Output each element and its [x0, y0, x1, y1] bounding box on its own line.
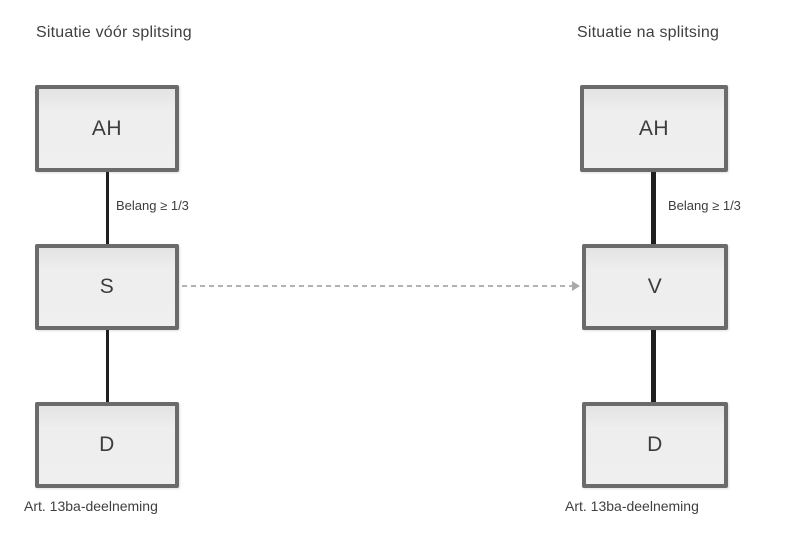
footer-label-before: Art. 13ba-deelneming — [24, 498, 158, 514]
split-transfer-arrowhead-icon — [572, 281, 580, 291]
edge-label-belang-after: Belang ≥ 1/3 — [668, 198, 741, 213]
edge-ah-v-after — [651, 172, 656, 244]
node-d-after: D — [582, 402, 728, 488]
node-d-before-label: D — [99, 433, 115, 456]
node-d-before: D — [35, 402, 179, 488]
node-s-before: S — [35, 244, 179, 330]
node-ah-before-label: AH — [91, 116, 123, 140]
node-ah-before: AH — [35, 85, 179, 172]
node-d-after-label: D — [647, 433, 663, 456]
edge-v-d-after — [651, 330, 656, 402]
edge-s-d-before — [106, 330, 109, 402]
split-transfer-dashed-line — [182, 285, 572, 287]
edge-label-belang-before: Belang ≥ 1/3 — [116, 198, 189, 213]
node-s-before-label: S — [99, 275, 115, 298]
node-v-after: V — [582, 244, 728, 330]
panel-title-after: Situatie na splitsing — [577, 24, 720, 41]
panel-title-before: Situatie vóór splitsing — [36, 24, 192, 41]
edge-ah-s-before — [106, 172, 109, 244]
node-v-after-label: V — [647, 275, 663, 298]
node-ah-after-label: AH — [638, 116, 670, 140]
node-ah-after: AH — [580, 85, 728, 172]
footer-label-after: Art. 13ba-deelneming — [565, 498, 699, 514]
